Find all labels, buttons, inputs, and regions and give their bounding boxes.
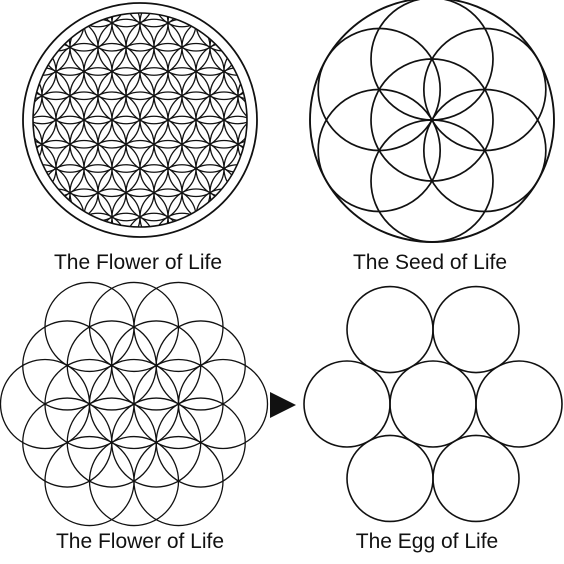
outer-boundary-ring	[22, 2, 258, 238]
flower-circle	[97, 212, 155, 227]
egg-circle-center	[389, 360, 477, 448]
seed-boundary-ring	[309, 0, 555, 243]
label-seed-of-life: The Seed of Life	[353, 251, 507, 274]
panel-flower-of-life-open	[0, 281, 269, 527]
arrow-right-icon	[270, 392, 296, 418]
egg-circle	[475, 360, 563, 448]
flower-circle	[33, 139, 57, 198]
panel-flower-of-life-full	[22, 2, 308, 238]
flower-circle	[237, 115, 247, 173]
flower-circle	[69, 212, 127, 227]
label-flower-of-life-bottom: The Flower of Life	[56, 530, 224, 553]
egg-circle	[432, 285, 520, 374]
flower-circle	[153, 212, 211, 227]
panel-egg-of-life	[303, 285, 563, 523]
flower-circle	[55, 188, 113, 227]
flower-circle	[33, 91, 57, 149]
flower-circle	[41, 13, 99, 28]
label-egg-of-life: The Egg of Life	[356, 530, 498, 553]
flower-circle	[223, 139, 247, 198]
flower-circle	[195, 13, 247, 52]
flower-circle	[33, 42, 57, 101]
flower-circle	[97, 13, 155, 28]
inner-boundary-ring	[32, 12, 248, 228]
panel-seed-of-life	[309, 0, 555, 243]
label-flower-of-life-top: The Flower of Life	[54, 251, 222, 274]
egg-circle	[346, 434, 434, 523]
flower-circle	[223, 42, 247, 101]
egg-circle	[346, 285, 434, 374]
seed-circle	[422, 88, 547, 213]
seed-circle	[422, 27, 547, 152]
flower-circle	[69, 13, 127, 28]
egg-circle	[303, 360, 391, 448]
flower-circle	[167, 188, 225, 227]
egg-circle	[432, 434, 520, 523]
flower-circle	[125, 212, 183, 227]
flower-circle	[237, 67, 247, 125]
flower-circle	[153, 13, 211, 28]
flower-circle	[252, 92, 308, 148]
flower-circle	[181, 13, 239, 28]
flower-circle	[223, 91, 247, 149]
flower-pattern	[33, 13, 308, 227]
flower-circle	[33, 13, 85, 52]
flower-circle	[125, 13, 183, 28]
flower-circle	[195, 91, 247, 149]
flower-circle	[177, 358, 269, 450]
